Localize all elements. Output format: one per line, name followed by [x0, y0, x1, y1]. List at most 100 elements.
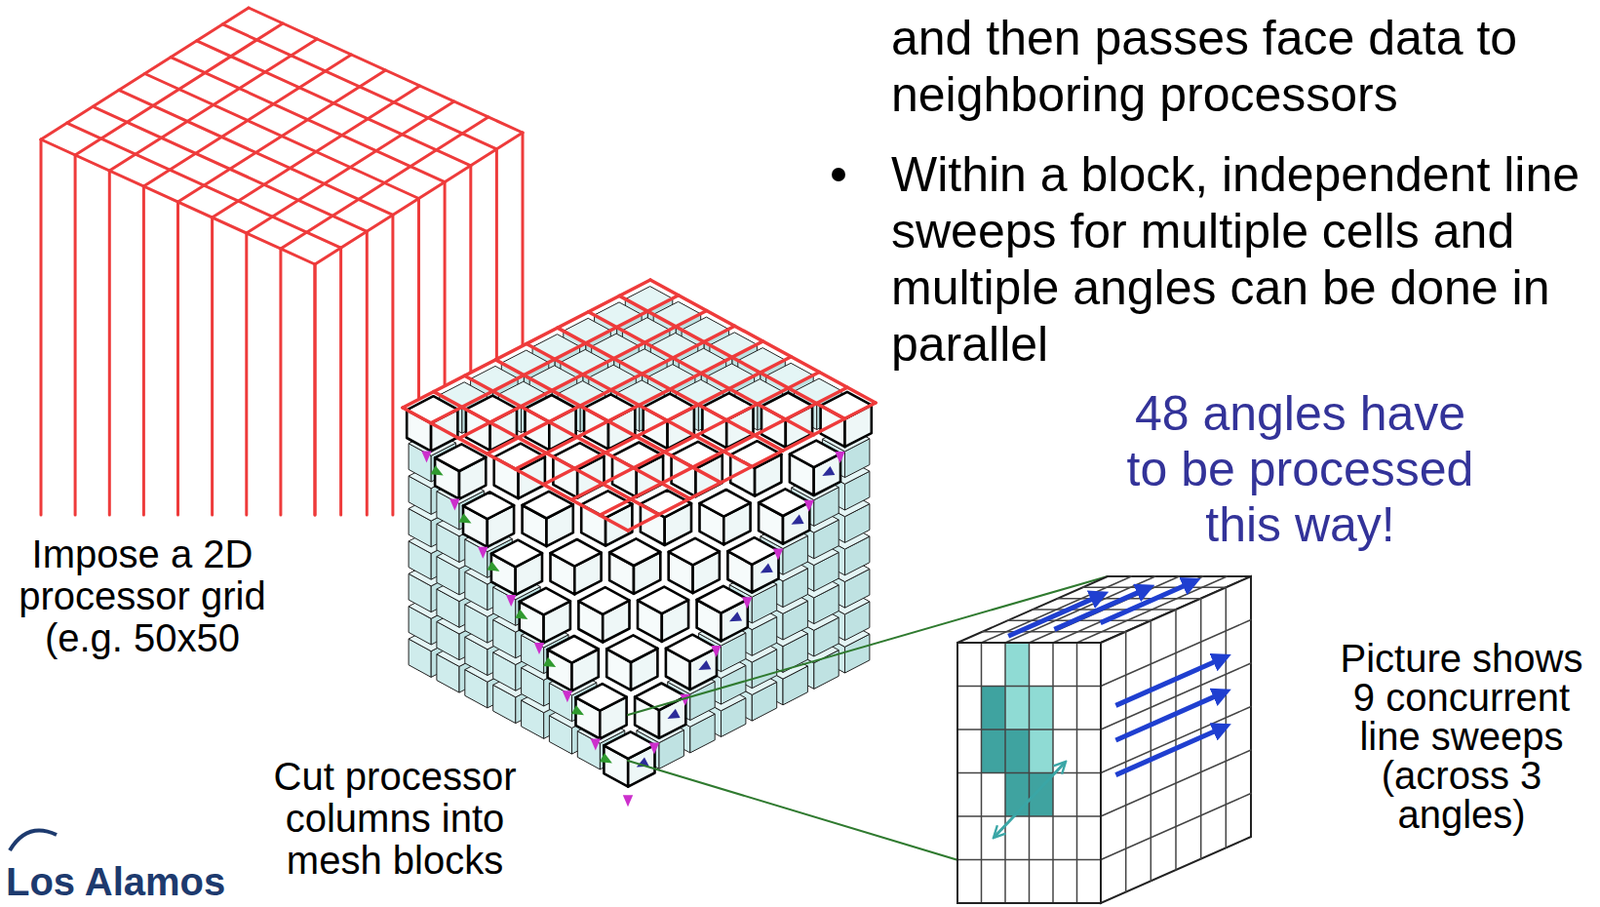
sweep-arrow: [571, 704, 585, 715]
processor-grid-line: [627, 402, 876, 531]
sweep-arrow: [821, 466, 835, 476]
sweep-arrow: [486, 561, 500, 572]
processor-column-line: [339, 247, 343, 515]
logo-arc: [9, 830, 57, 851]
processor-column-line: [365, 231, 369, 515]
wavefront-cell: [609, 538, 661, 593]
wavefront-cell: [491, 540, 543, 595]
block-grid-line: [1053, 576, 1204, 643]
wavefront-cell: [637, 586, 689, 642]
processor-grid-line: [588, 312, 815, 435]
block-grid-line: [1100, 793, 1251, 860]
sweep-arrow: [514, 609, 528, 620]
processor-grid-line: [248, 7, 523, 133]
sweep-arrow: [729, 611, 742, 622]
wavefront-cell: [668, 538, 720, 593]
cell-face: [519, 587, 571, 616]
cell-face: [550, 539, 602, 567]
wavefront-cell: [700, 489, 751, 545]
cell-face: [697, 585, 748, 614]
wavefront-cell: [578, 586, 629, 642]
block-grid-line: [957, 772, 1101, 775]
block-face: [957, 642, 1101, 903]
bullet-text: and then passes face data to neighboring…: [891, 9, 1594, 123]
sweep-arrow: [421, 451, 431, 464]
sweep-arrow: [710, 645, 721, 658]
processor-column-line: [142, 186, 146, 515]
sweep-cell: [1029, 729, 1054, 774]
processor-grid-line: [650, 279, 876, 403]
bullet-dot: [831, 167, 846, 182]
processor-grid-line: [557, 327, 783, 451]
sweep-arrows: [421, 451, 845, 808]
block-outline: [957, 642, 1101, 903]
sweep-arrow: [623, 794, 633, 807]
wavefront-cell: [463, 492, 514, 547]
sweep-arrow: [804, 500, 815, 512]
cell-face: [727, 537, 779, 565]
cell-face: [668, 538, 720, 566]
sweep-arrow: [667, 708, 681, 719]
processor-grid-line: [246, 101, 455, 234]
sweep-cell: [1005, 729, 1030, 774]
cell-face: [576, 683, 627, 711]
block-grid-line: [1225, 586, 1228, 848]
processor-column-line: [313, 264, 317, 515]
cell-face: [758, 488, 810, 516]
sweep-arrow: [599, 752, 613, 763]
cell-face: [606, 634, 658, 663]
processor-grid-line: [619, 295, 845, 419]
wavefront-cell: [640, 490, 692, 546]
sweep-arrow: [760, 562, 774, 573]
sweep-arrow: [773, 548, 783, 561]
sweep-arrow: [562, 690, 573, 703]
processor-column-line: [278, 248, 282, 515]
line-sweep-arrow: [1115, 726, 1226, 776]
wavefront-cell: [603, 731, 655, 786]
sweep-arrow: [506, 594, 516, 607]
sweep-arrow: [741, 596, 752, 609]
processor-column-line: [313, 264, 317, 515]
wavefront-cell: [576, 683, 627, 739]
sweep-cell: [1005, 686, 1030, 731]
cell-face: [463, 492, 514, 520]
sweep-arrow: [543, 657, 556, 667]
sweep-arrow: [477, 546, 488, 559]
processor-grid-line: [222, 24, 497, 150]
processor-grid-line: [314, 132, 523, 265]
cell-face: [700, 489, 751, 517]
block-grid-line: [1076, 642, 1079, 903]
sweep-arrow: [590, 738, 601, 750]
wavefront-cell: [697, 585, 748, 641]
mesh-block-cube: [402, 279, 876, 791]
wavefront-cell: [606, 634, 658, 690]
processor-grid-top: [402, 279, 876, 531]
wavefront-cell: [758, 488, 810, 544]
processor-grid-line: [571, 372, 820, 501]
zoom-leader-lines: [627, 576, 1108, 903]
line-sweep-arrows: [994, 581, 1226, 838]
cell-face: [665, 634, 717, 663]
processor-grid-line: [280, 117, 489, 249]
wavefront-cell: [522, 491, 574, 547]
block-face: [1100, 576, 1251, 903]
wavefront-cell: [519, 587, 571, 643]
wavefront-cell: [727, 537, 779, 592]
sweep-arrow: [534, 642, 545, 655]
wavefront-cell: [550, 539, 602, 594]
caption-label: Impose a 2D processor grid (e.g. 50x50: [3, 533, 281, 660]
processor-column-line: [74, 155, 78, 515]
sweep-arrow: [459, 512, 472, 523]
logo-text: Los Alamos: [5, 859, 260, 903]
sweep-cell: [981, 686, 1007, 731]
sweep-cell: [1029, 686, 1054, 731]
sweep-cell: [1005, 642, 1030, 687]
sweep-arrow: [791, 514, 805, 525]
cell-face: [491, 540, 543, 568]
processor-column-line: [39, 139, 43, 515]
sweep-arrow: [649, 742, 660, 755]
block-grid-line: [1100, 706, 1251, 774]
processor-grid-line: [599, 387, 848, 515]
processor-grid: [40, 7, 523, 515]
